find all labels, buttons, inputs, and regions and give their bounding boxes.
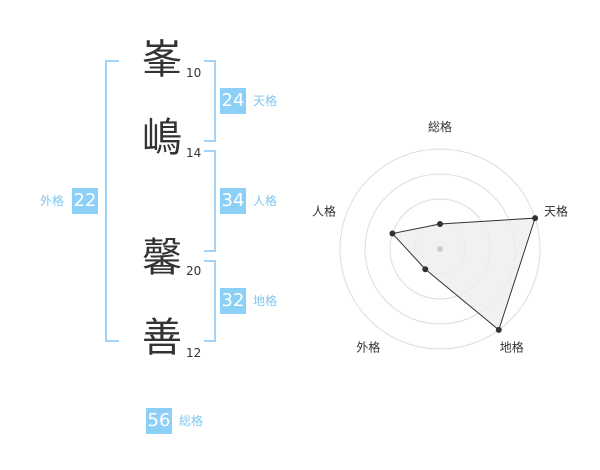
soukaku-value: 56: [146, 408, 172, 434]
gaikaku-label: 外格: [40, 194, 65, 208]
radar-center-dot: [437, 246, 443, 252]
chikaku-value: 32: [220, 288, 246, 314]
tenkaku-label: 天格: [253, 94, 278, 108]
tenkaku-value: 24: [220, 88, 246, 114]
radar-point-1: [437, 221, 443, 227]
name-char-1: 峯: [142, 37, 182, 83]
jinkaku-label: 人格: [253, 194, 278, 208]
tenkaku-bracket: [204, 60, 216, 142]
name-char-2: 嶋: [142, 115, 182, 161]
radar-point-3: [495, 326, 502, 333]
radar-point-4: [422, 266, 429, 273]
jinkaku-value: 34: [220, 188, 246, 214]
radar-point-5: [389, 230, 396, 237]
chikaku-bracket: [204, 260, 216, 342]
chikaku-label: 地格: [253, 294, 278, 308]
radar-axis-label: 天格: [544, 203, 568, 218]
radar-axis-label: 外格: [356, 340, 380, 355]
stroke-count-3: 20: [186, 264, 202, 278]
radar-axis-label: 地格: [500, 340, 524, 355]
radar-axis-label: 人格: [312, 203, 336, 218]
radar-value-area: [391, 217, 536, 331]
stroke-count-1: 10: [186, 66, 202, 80]
radar-point-2: [532, 215, 539, 222]
gaikaku-value: 22: [72, 188, 98, 214]
radar-grid-ring: [339, 148, 541, 350]
gaikaku-bracket: [105, 60, 119, 342]
soukaku-label: 総格: [179, 414, 204, 428]
stroke-count-2: 14: [186, 146, 202, 160]
radar-axis-label: 総格: [428, 119, 452, 134]
name-char-4: 善: [142, 315, 182, 361]
jinkaku-bracket: [204, 150, 216, 252]
stroke-count-4: 12: [186, 346, 202, 360]
name-char-3: 馨: [142, 235, 182, 281]
